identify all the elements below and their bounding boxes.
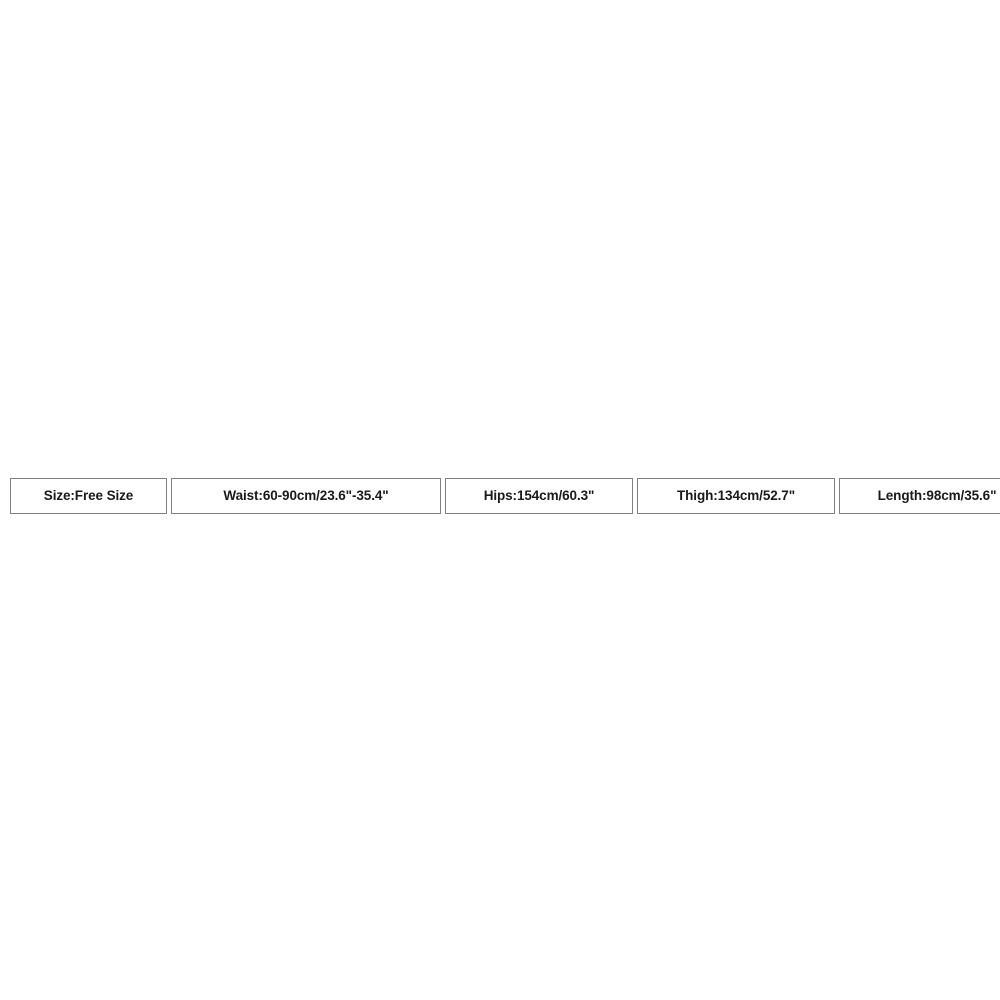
cell-gutter	[633, 478, 637, 514]
cell-length: Length:98cm/35.6"	[839, 478, 1000, 514]
table-row: Size:Free Size Waist:60-90cm/23.6"-35.4"…	[10, 478, 1000, 514]
cell-size: Size:Free Size	[10, 478, 167, 514]
cell-gutter	[441, 478, 445, 514]
cell-hips: Hips:154cm/60.3"	[445, 478, 633, 514]
cell-thigh: Thigh:134cm/52.7"	[637, 478, 835, 514]
size-chart-table: Size:Free Size Waist:60-90cm/23.6"-35.4"…	[10, 478, 1000, 514]
cell-gutter	[167, 478, 171, 514]
cell-gutter	[835, 478, 839, 514]
size-chart-body: Size:Free Size Waist:60-90cm/23.6"-35.4"…	[10, 478, 1000, 514]
cell-waist: Waist:60-90cm/23.6"-35.4"	[171, 478, 441, 514]
